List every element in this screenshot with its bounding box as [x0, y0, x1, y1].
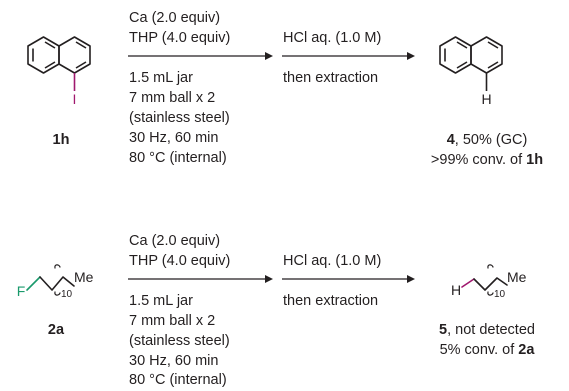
naphthalene-structure: [439, 36, 503, 91]
conversion-2a: 5% conv. of 2a: [402, 342, 569, 359]
chain-end-5: Me: [507, 269, 527, 285]
hydrogen-atom-product-4: H: [481, 91, 491, 107]
condition-frequency-2: 30 Hz, 60 min: [129, 353, 219, 369]
reaction-arrow-2: [282, 52, 415, 60]
conversion-1h: >99% conv. of 1h: [402, 152, 569, 169]
reagent-thp-2: THP (4.0 equiv): [129, 253, 231, 269]
reagent-hcl-2: HCl aq. (1.0 M): [283, 253, 382, 269]
condition-temperature-1: 80 °C (internal): [129, 150, 227, 166]
reagent-ca-2: Ca (2.0 equiv): [129, 233, 221, 249]
product-label-5: 5: [439, 322, 448, 338]
workup-2: then extraction: [283, 293, 379, 309]
condition-ball-2: 7 mm ball x 2: [129, 313, 216, 329]
chain-subscript-2a: 10: [61, 289, 73, 300]
reaction-arrow-1: [128, 52, 273, 60]
hydrogen-atom-product-5: H: [451, 282, 461, 298]
conversion-label-2a: 2a: [518, 342, 535, 358]
iodonaphthalene-structure: [27, 36, 91, 91]
condition-ball-1: 7 mm ball x 2: [129, 90, 216, 106]
reaction-arrow-4: [282, 275, 415, 283]
condition-material-2: (stainless steel): [129, 333, 230, 349]
yield-text-4: , 50% (GC): [454, 132, 528, 148]
reaction-arrow-3: [128, 275, 273, 283]
substrate-label-2a: 2a: [47, 322, 65, 338]
condition-material-1: (stainless steel): [129, 110, 230, 126]
condition-temperature-2: 80 °C (internal): [129, 372, 227, 388]
yield-text-5: , not detected: [447, 322, 535, 338]
chain-subscript-5: 10: [494, 289, 506, 300]
dodecane-chain: [461, 264, 508, 296]
reagent-thp-1: THP (4.0 equiv): [129, 30, 231, 46]
iodine-atom: I: [73, 91, 77, 107]
condition-jar-2: 1.5 mL jar: [129, 293, 193, 309]
fluorine-atom: F: [17, 283, 26, 299]
chain-end-2a: Me: [74, 269, 94, 285]
reagent-hcl-1: HCl aq. (1.0 M): [283, 30, 382, 46]
product-label-4: 4: [446, 132, 455, 148]
conversion-text-1h: >99% conv. of: [430, 152, 527, 168]
product-yield-4: 4, 50% (GC): [402, 132, 569, 149]
conversion-label-1h: 1h: [526, 152, 544, 168]
conversion-text-2a: 5% conv. of: [439, 342, 519, 358]
substrate-label-1h: 1h: [52, 132, 70, 148]
workup-1: then extraction: [283, 70, 379, 86]
condition-frequency-1: 30 Hz, 60 min: [129, 130, 219, 146]
condition-jar-1: 1.5 mL jar: [129, 70, 193, 86]
fluorododecane-chain: [26, 264, 75, 296]
product-yield-5: 5, not detected: [402, 322, 569, 339]
reagent-ca-1: Ca (2.0 equiv): [129, 10, 221, 26]
